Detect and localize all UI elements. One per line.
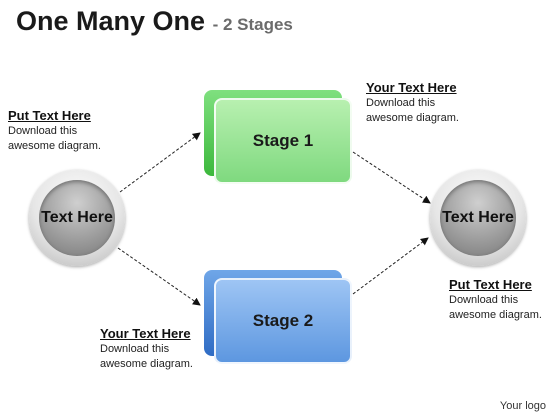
note-top-left-line-2: awesome diagram. xyxy=(8,140,101,152)
arrow-left-to-stage2 xyxy=(117,247,201,306)
note-bottom-left-heading: Your Text Here xyxy=(100,326,191,341)
arrow-left-to-stage1 xyxy=(119,132,201,193)
note-bottom-right-line-1: Download this xyxy=(449,294,519,306)
arrow-stage2-to-right xyxy=(352,237,429,295)
stage-2-box: Stage 2 xyxy=(204,270,354,365)
right-circle: Text Here xyxy=(430,170,526,266)
stage-2-label: Stage 2 xyxy=(214,278,352,364)
left-circle: Text Here xyxy=(29,170,125,266)
note-top-right-line-2: awesome diagram. xyxy=(366,112,459,124)
footer-logo: Your logo xyxy=(499,400,546,412)
note-bottom-right-heading: Put Text Here xyxy=(449,277,532,292)
stage-1-label: Stage 1 xyxy=(214,98,352,184)
note-bottom-left-line-1: Download this xyxy=(100,343,170,355)
arrow-stage1-to-right xyxy=(352,151,431,204)
page-title: One Many One - 2 Stages xyxy=(16,4,293,42)
note-top-right-line-1: Download this xyxy=(366,97,436,109)
note-top-right-heading: Your Text Here xyxy=(366,80,457,95)
note-bottom-right: Put Text Here Download this awesome diag… xyxy=(449,276,560,323)
title-main: One Many One xyxy=(16,6,206,36)
note-bottom-left: Your Text Here Download this awesome dia… xyxy=(100,325,230,372)
note-top-right: Your Text Here Download this awesome dia… xyxy=(366,79,496,126)
note-bottom-left-line-2: awesome diagram. xyxy=(100,358,193,370)
stage-1-box: Stage 1 xyxy=(204,90,354,185)
note-top-left: Put Text Here Download this awesome diag… xyxy=(8,107,138,154)
title-subtitle: - 2 Stages xyxy=(212,15,293,34)
note-top-left-heading: Put Text Here xyxy=(8,108,91,123)
left-circle-label: Text Here xyxy=(39,180,115,256)
right-circle-label: Text Here xyxy=(440,180,516,256)
note-top-left-line-1: Download this xyxy=(8,125,78,137)
note-bottom-right-line-2: awesome diagram. xyxy=(449,309,542,321)
